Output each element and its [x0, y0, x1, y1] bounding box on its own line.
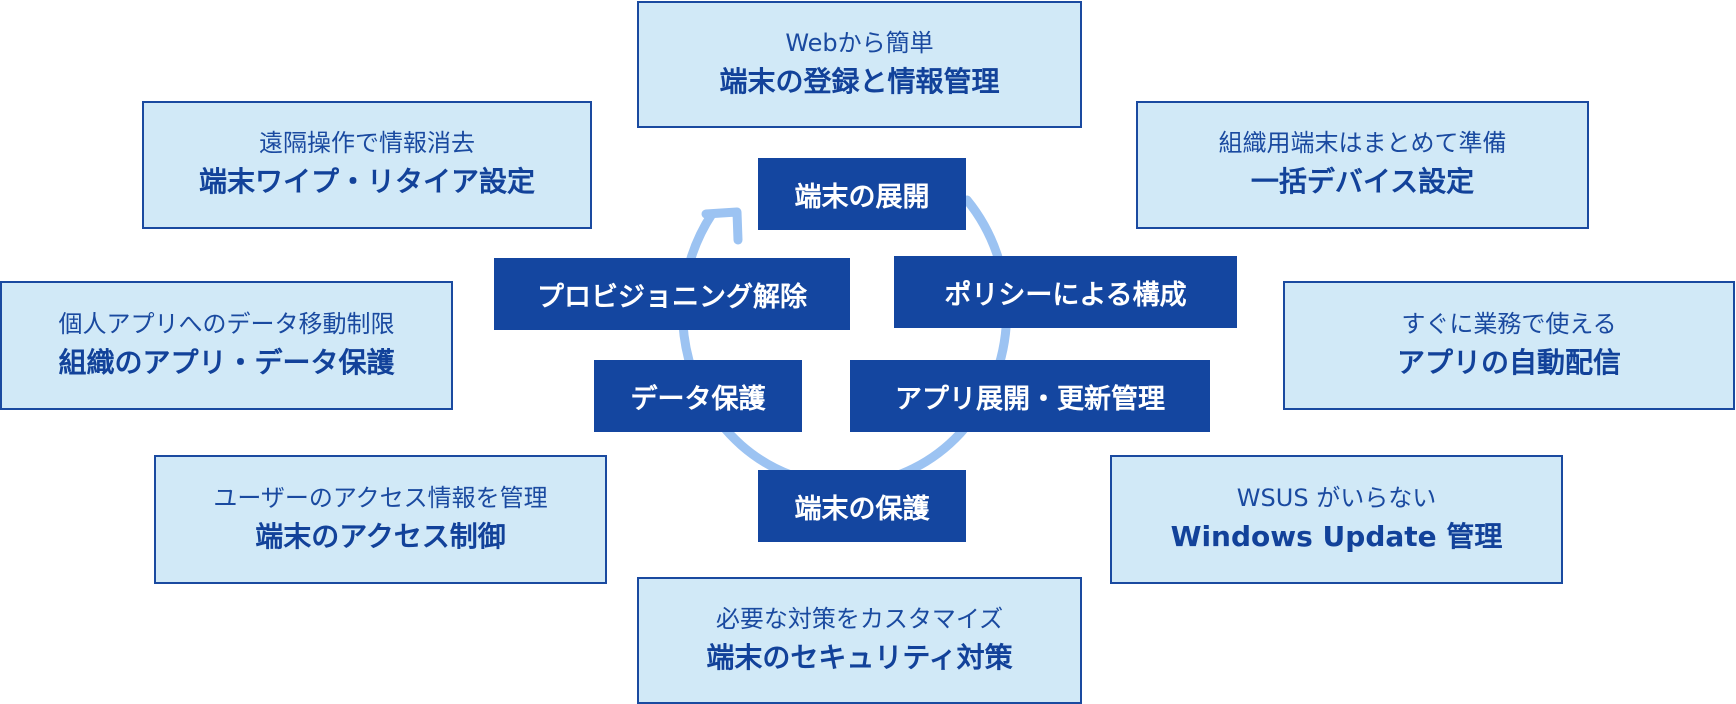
stage-device-deploy: 端末の展開	[758, 158, 966, 230]
feature-title: 端末のアクセス制御	[255, 519, 506, 553]
feature-subtitle: すぐに業務で使える	[1401, 309, 1617, 338]
stage-policy-config: ポリシーによる構成	[894, 256, 1237, 328]
feature-registration: Webから簡単 端末の登録と情報管理	[637, 1, 1082, 128]
feature-title: 端末の登録と情報管理	[719, 64, 1000, 98]
feature-title: 端末のセキュリティ対策	[706, 640, 1013, 674]
stage-device-protect: 端末の保護	[758, 470, 966, 542]
feature-security: 必要な対策をカスタマイズ 端末のセキュリティ対策	[637, 577, 1082, 704]
feature-windows-update: WSUS がいらない Windows Update 管理	[1110, 455, 1563, 584]
stage-data-protect: データ保護	[594, 360, 802, 432]
cycle-path	[678, 195, 1012, 490]
feature-subtitle: 遠隔操作で情報消去	[259, 129, 475, 157]
feature-subtitle: 組織用端末はまとめて準備	[1218, 129, 1507, 157]
feature-subtitle: ユーザーのアクセス情報を管理	[213, 483, 548, 512]
feature-title: 組織のアプリ・データ保護	[58, 345, 395, 379]
feature-title: Windows Update 管理	[1170, 519, 1503, 553]
feature-app-delivery: すぐに業務で使える アプリの自動配信	[1283, 281, 1735, 410]
feature-bulk-setup: 組織用端末はまとめて準備 一括デバイス設定	[1136, 101, 1589, 229]
feature-access-control: ユーザーのアクセス情報を管理 端末のアクセス制御	[154, 455, 607, 584]
feature-subtitle: Webから簡単	[785, 28, 934, 57]
feature-title: アプリの自動配信	[1396, 345, 1621, 379]
feature-subtitle: 必要な対策をカスタマイズ	[715, 604, 1004, 633]
feature-title: 端末ワイプ・リタイア設定	[198, 165, 535, 198]
feature-subtitle: 個人アプリへのデータ移動制限	[58, 309, 395, 338]
feature-title: 一括デバイス設定	[1250, 165, 1475, 198]
stage-deprovision: プロビジョニング解除	[494, 258, 850, 330]
stage-app-deploy-update: アプリ展開・更新管理	[850, 360, 1210, 432]
feature-data-protection: 個人アプリへのデータ移動制限 組織のアプリ・データ保護	[0, 281, 453, 410]
feature-wipe-retire: 遠隔操作で情報消去 端末ワイプ・リタイア設定	[142, 101, 592, 229]
feature-subtitle: WSUS がいらない	[1236, 483, 1437, 512]
cycle-arrowhead	[701, 207, 743, 245]
